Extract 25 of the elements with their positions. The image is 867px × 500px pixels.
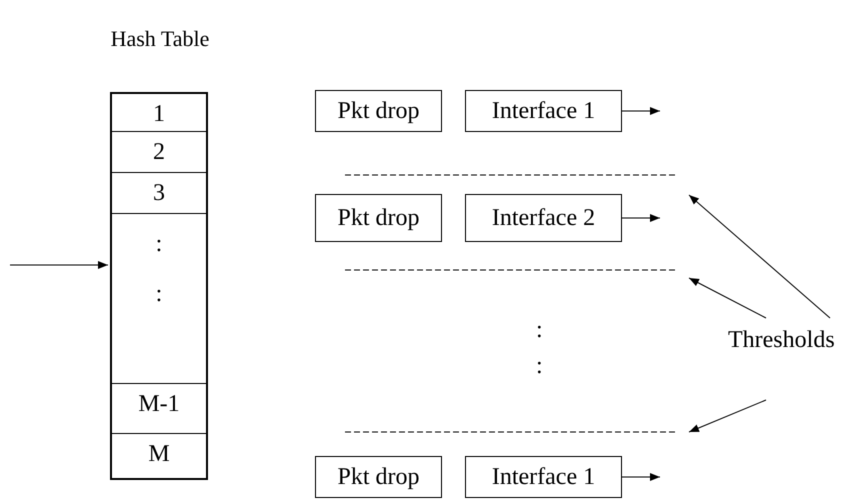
ellipsis-label: : [536, 318, 543, 342]
drop-box: Pkt drop [315, 194, 442, 242]
ellipsis-label: : [536, 354, 543, 378]
arrow [10, 261, 108, 269]
row-label: M [148, 442, 170, 466]
interface-box: Interface 2 [465, 194, 622, 242]
arrow [688, 400, 766, 432]
threshold-line [344, 174, 678, 176]
row-label: 1 [153, 102, 165, 126]
row-label: 2 [153, 140, 165, 164]
arrow [622, 214, 660, 222]
arrow [622, 107, 660, 115]
row-label: 3 [153, 181, 165, 205]
interface-box: Interface 1 [465, 90, 622, 132]
table-title: Hash Table [110, 28, 210, 50]
row-label: : [156, 282, 162, 306]
arrow [622, 473, 660, 481]
arrow [688, 194, 830, 318]
row-label: : [156, 232, 162, 256]
thresholds-label: Thresholds [728, 322, 835, 358]
arrow [688, 278, 766, 318]
drop-box: Pkt drop [315, 456, 442, 498]
drop-box: Pkt drop [315, 90, 442, 132]
row-label: M-1 [138, 392, 180, 416]
interface-box: Interface 1 [465, 456, 622, 498]
